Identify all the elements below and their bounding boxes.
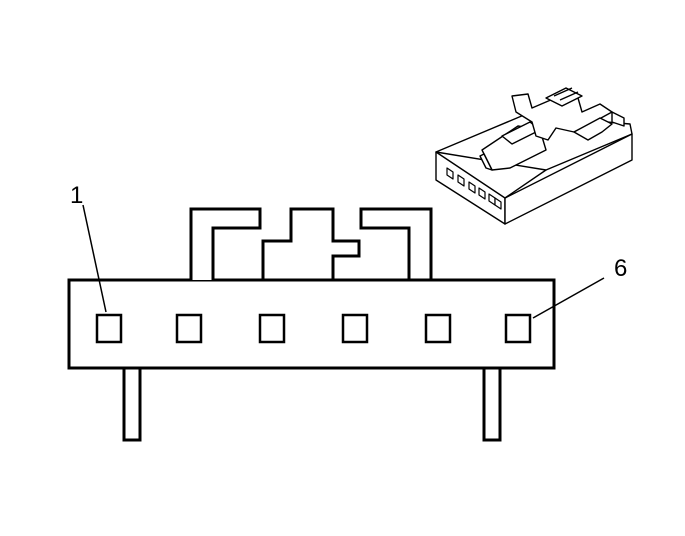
- iso-cavity-6: [494, 197, 502, 210]
- iso-cavity-3: [468, 181, 476, 194]
- connector-body: [67, 278, 556, 370]
- connector-isometric-illustration: [435, 87, 633, 225]
- leader-line-pin-6: [532, 277, 605, 319]
- pin-label-6: 6: [614, 255, 627, 282]
- leader-lines: [82, 204, 605, 319]
- cavity-5: [424, 313, 452, 344]
- cavity-row: [95, 313, 532, 344]
- iso-right-lock: [573, 117, 613, 141]
- iso-cavities: [446, 167, 502, 210]
- right-latch: [359, 207, 433, 282]
- cavity-3: [258, 313, 286, 344]
- iso-right-post: [611, 111, 625, 127]
- cavity-4: [341, 313, 369, 344]
- iso-edge: [504, 169, 547, 199]
- iso-cap-line-2: [559, 91, 579, 101]
- center-key: [261, 207, 361, 282]
- connector-face-view: [67, 207, 556, 442]
- iso-rear-cap: [545, 87, 583, 107]
- pin-label-1: 1: [70, 182, 83, 209]
- left-leg: [122, 366, 142, 442]
- iso-cavity-2: [457, 174, 465, 187]
- leader-line-pin-1: [82, 204, 107, 313]
- cavity-1: [95, 313, 123, 344]
- cavity-6: [504, 313, 532, 344]
- iso-cavity-4: [478, 187, 486, 200]
- iso-housing-side: [504, 133, 633, 225]
- left-latch: [189, 207, 262, 280]
- iso-cavity-1: [446, 167, 454, 180]
- iso-cap-line-1: [553, 87, 573, 97]
- iso-latch-tip: [479, 153, 493, 171]
- cavity-2: [175, 313, 203, 344]
- right-leg: [482, 366, 502, 442]
